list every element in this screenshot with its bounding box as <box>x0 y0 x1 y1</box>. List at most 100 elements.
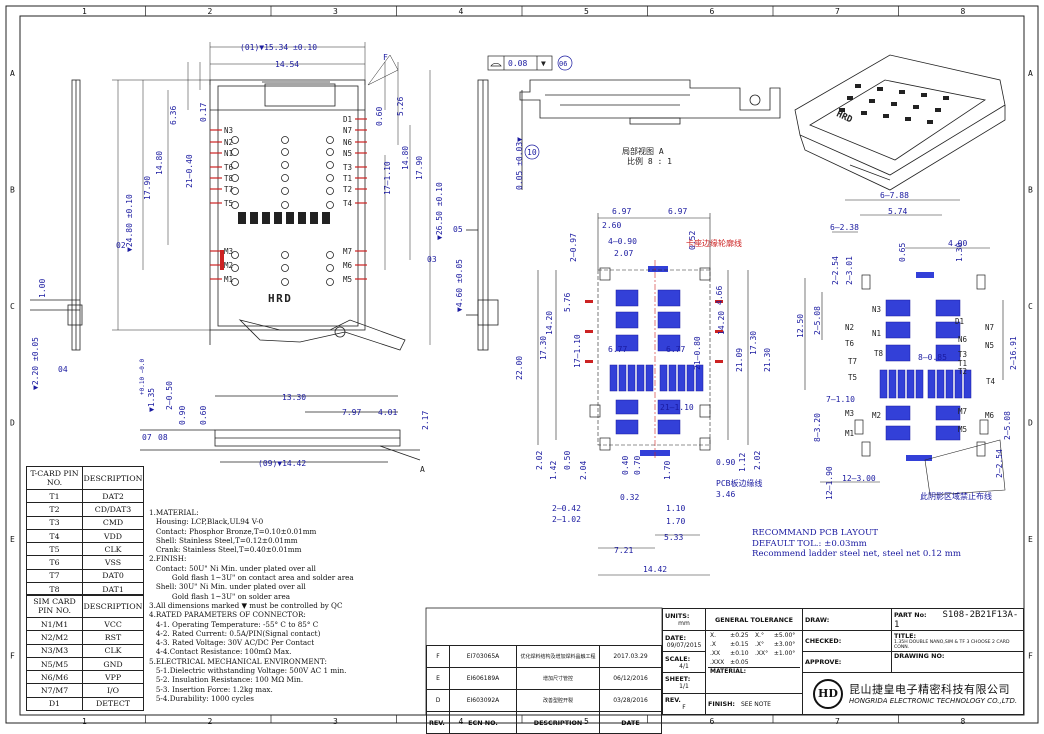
svg-text:17–1.10: 17–1.10 <box>383 161 392 195</box>
svg-text:6–7.88: 6–7.88 <box>880 191 909 200</box>
scale-label: SCALE: <box>665 654 691 663</box>
svg-text:2.60: 2.60 <box>602 221 621 230</box>
svg-text:0.05 ±0.03▼: 0.05 ±0.03▼ <box>515 137 524 190</box>
zone-col-top: 8 <box>961 7 966 16</box>
tolerance-cell: .XX <box>710 650 721 658</box>
sim-pad <box>615 311 639 329</box>
svg-text:5.33: 5.33 <box>664 533 683 542</box>
svg-text:6.97: 6.97 <box>668 207 687 216</box>
pin-label-right: T2 <box>343 185 352 194</box>
anchor-pad <box>699 437 711 451</box>
anchor-pad-2 <box>976 441 986 457</box>
svg-text:1.42: 1.42 <box>549 461 558 480</box>
iso-contact <box>883 114 889 118</box>
pin-label-right: T1 <box>343 174 352 183</box>
svg-text:2–0.97: 2–0.97 <box>569 233 578 262</box>
pcb-layout-footprint <box>585 266 723 456</box>
lead-marker <box>715 300 723 303</box>
housing-slot <box>238 212 246 224</box>
tolerance-cell <box>772 658 800 668</box>
zone-col-bottom: 6 <box>710 717 715 726</box>
pcb-pad-label-right: T1 <box>958 359 967 368</box>
approve-label: APPROVE: <box>802 651 892 673</box>
sim-head-pin: SIM CARD PIN NO. <box>26 594 83 618</box>
zone-col-bottom: 8 <box>961 717 966 726</box>
svg-text:PCB板边缘线: PCB板边缘线 <box>716 478 762 488</box>
rev-value: F <box>682 704 686 712</box>
tcard-head-pin: T-CARD PIN NO. <box>26 466 83 490</box>
contact-ring <box>326 174 334 182</box>
housing-slot <box>286 212 294 224</box>
tf-pad-2 <box>954 369 963 399</box>
company-logo: HD <box>813 679 843 709</box>
svg-text:21.09: 21.09 <box>735 348 744 372</box>
zone-row-right: E <box>1028 535 1033 544</box>
tolerance-cell: ±3.00° <box>773 641 796 649</box>
pcb-layout-line3: Recommend ladder steel net, steel net 0.… <box>752 549 962 559</box>
svg-text:2–2.54: 2–2.54 <box>831 256 840 285</box>
svg-text:0.50: 0.50 <box>563 451 572 470</box>
contact-ring <box>281 264 289 272</box>
draw-label: DRAW: <box>802 607 892 632</box>
tcard-pin: T2 <box>26 502 83 517</box>
pin-label-left: N1 <box>224 149 233 158</box>
title-label: TITLE: <box>894 632 917 641</box>
tf-pad <box>609 364 618 392</box>
tf-pad-2 <box>879 369 888 399</box>
svg-text:2–0.50: 2–0.50 <box>165 381 174 410</box>
contact-ring <box>326 278 334 286</box>
pin-label-right: T3 <box>343 163 352 172</box>
contact-ring <box>326 251 334 259</box>
tolerance-cell: X. <box>710 632 717 640</box>
date-label: DATE: <box>665 633 687 642</box>
housing-slot <box>274 212 282 224</box>
sim-pin: N1/M1 <box>26 616 83 632</box>
right-side-view <box>466 79 499 351</box>
zone-col-top: 2 <box>208 7 213 16</box>
rev-head-date: DATE <box>599 711 662 734</box>
svg-text:10: 10 <box>527 148 537 157</box>
svg-text:13.30: 13.30 <box>282 393 306 402</box>
pcb-pad-label-left: N1 <box>872 329 881 338</box>
iso-contact <box>921 93 927 97</box>
contact-ring <box>281 148 289 156</box>
shell-pad-2 <box>906 455 932 461</box>
pin-label-left: M3 <box>224 247 233 256</box>
revision-rev: F <box>426 645 450 668</box>
tf-pad <box>627 364 636 392</box>
tcard-desc: VDD <box>82 528 144 544</box>
finish-label: FINISH: <box>708 699 735 708</box>
zone-col-bottom: 1 <box>82 717 87 726</box>
pcb-layout-line2: DEFAULT TOL.: ±0.03mm <box>752 538 867 549</box>
svg-text:4–0.90: 4–0.90 <box>608 237 637 246</box>
tf-pad-2 <box>906 369 915 399</box>
svg-text:14.80: 14.80 <box>401 146 410 170</box>
svg-text:17.30: 17.30 <box>539 336 548 360</box>
contact-ring <box>231 278 239 286</box>
svg-text:2.17: 2.17 <box>421 411 430 430</box>
svg-text:0.32: 0.32 <box>620 493 639 502</box>
tcard-pin: T5 <box>26 542 83 557</box>
pcb-pad-label-left: N3 <box>872 305 881 314</box>
svg-text:2–5.08: 2–5.08 <box>1003 411 1012 440</box>
pcb-pad-label-left: T7 <box>848 357 857 366</box>
sim-pad <box>657 399 681 415</box>
contact-ring <box>326 148 334 156</box>
svg-text:▼: ▼ <box>541 59 546 68</box>
detail-view-a <box>519 79 781 190</box>
anchor-pad-2 <box>854 419 864 435</box>
title-value: 1.35H DOUBLE NANO,SIM & TF 3 CHOOSE 2 CA… <box>894 640 1010 651</box>
svg-text:0.60: 0.60 <box>199 406 208 425</box>
svg-text:21–0.80: 21–0.80 <box>693 336 702 370</box>
iso-contact <box>899 90 905 94</box>
hrd-mark: HRD <box>268 292 292 305</box>
pcb-pad-label-left: T6 <box>845 339 855 348</box>
sheet-value: 1/1 <box>679 683 689 691</box>
sim-pin: N2/M2 <box>26 630 83 645</box>
svg-text:0.17: 0.17 <box>199 103 208 122</box>
